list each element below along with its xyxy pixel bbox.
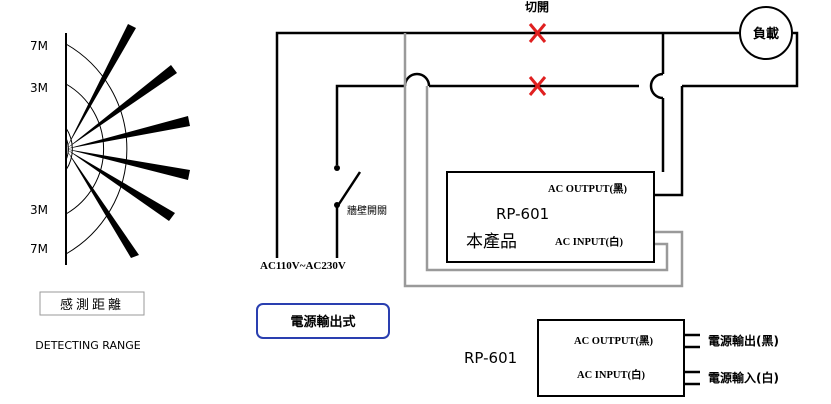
- mode-badge-label: 電源輸出式: [290, 314, 355, 330]
- detail-model: RP-601: [464, 349, 517, 367]
- power-label: AC110V~AC230V: [260, 260, 346, 272]
- detecting-range-title-box: [39, 291, 145, 316]
- range-label-7m-top: 7M: [30, 39, 48, 53]
- dark-wires: [275, 31, 799, 258]
- detection-beams: [66, 24, 190, 258]
- detail-input-desc: 電源輸入(白): [708, 370, 779, 385]
- input-wire-outer: [403, 33, 684, 288]
- range-label-7m-bottom: 7M: [30, 242, 48, 256]
- beam: [66, 149, 175, 221]
- beam: [66, 116, 190, 149]
- product-box: [446, 171, 655, 263]
- switch-contact-top: [334, 165, 340, 171]
- range-arc-3m: [65, 83, 105, 215]
- output-crossover: [649, 72, 664, 100]
- detail-output-desc: 電源輸出(黑): [708, 333, 779, 348]
- detecting-range-title-en: DETECTING RANGE: [35, 339, 140, 352]
- beam: [66, 24, 136, 149]
- output-wire-to-load: [654, 86, 684, 197]
- product-name: 本產品: [466, 232, 517, 252]
- range-arc-inner: [65, 127, 73, 171]
- gray-wires: [403, 33, 684, 288]
- cut-label: 切開: [525, 0, 549, 14]
- range-arc-7m: [65, 43, 128, 255]
- cut-marks: [528, 23, 547, 96]
- beam: [66, 65, 177, 149]
- neutral-wire-left: [335, 84, 395, 165]
- range-label-3m-bottom: 3M: [30, 203, 48, 217]
- detail-input-label: AC INPUT(白): [577, 368, 645, 381]
- load-circle: [739, 6, 793, 60]
- input-wire-inner: [425, 86, 669, 272]
- product-model: RP-601: [496, 205, 549, 223]
- wall-switch-lever: [335, 171, 362, 208]
- detecting-range-title-cn: 感測距離: [60, 297, 124, 313]
- switch-contact-bottom: [334, 202, 340, 208]
- live-wire: [275, 31, 739, 258]
- detail-leads: [684, 333, 700, 386]
- product-input-label: AC INPUT(白): [555, 235, 623, 248]
- beam: [66, 149, 139, 258]
- detail-output-label: AC OUTPUT(黑): [574, 335, 654, 347]
- product-output-label: AC OUTPUT(黑): [548, 183, 628, 195]
- beam: [66, 149, 190, 180]
- range-arc-core: [65, 137, 69, 161]
- wall-switch-label: 牆壁開關: [347, 204, 387, 217]
- range-label-3m-top: 3M: [30, 81, 48, 95]
- mode-badge: [256, 303, 390, 339]
- detail-box: [537, 319, 685, 397]
- cut-x-icon: [528, 23, 547, 43]
- load-return-wire: [682, 31, 799, 88]
- cut-x-icon: [528, 76, 547, 96]
- load-label: 負載: [753, 26, 779, 42]
- wire-crossover: [403, 72, 431, 87]
